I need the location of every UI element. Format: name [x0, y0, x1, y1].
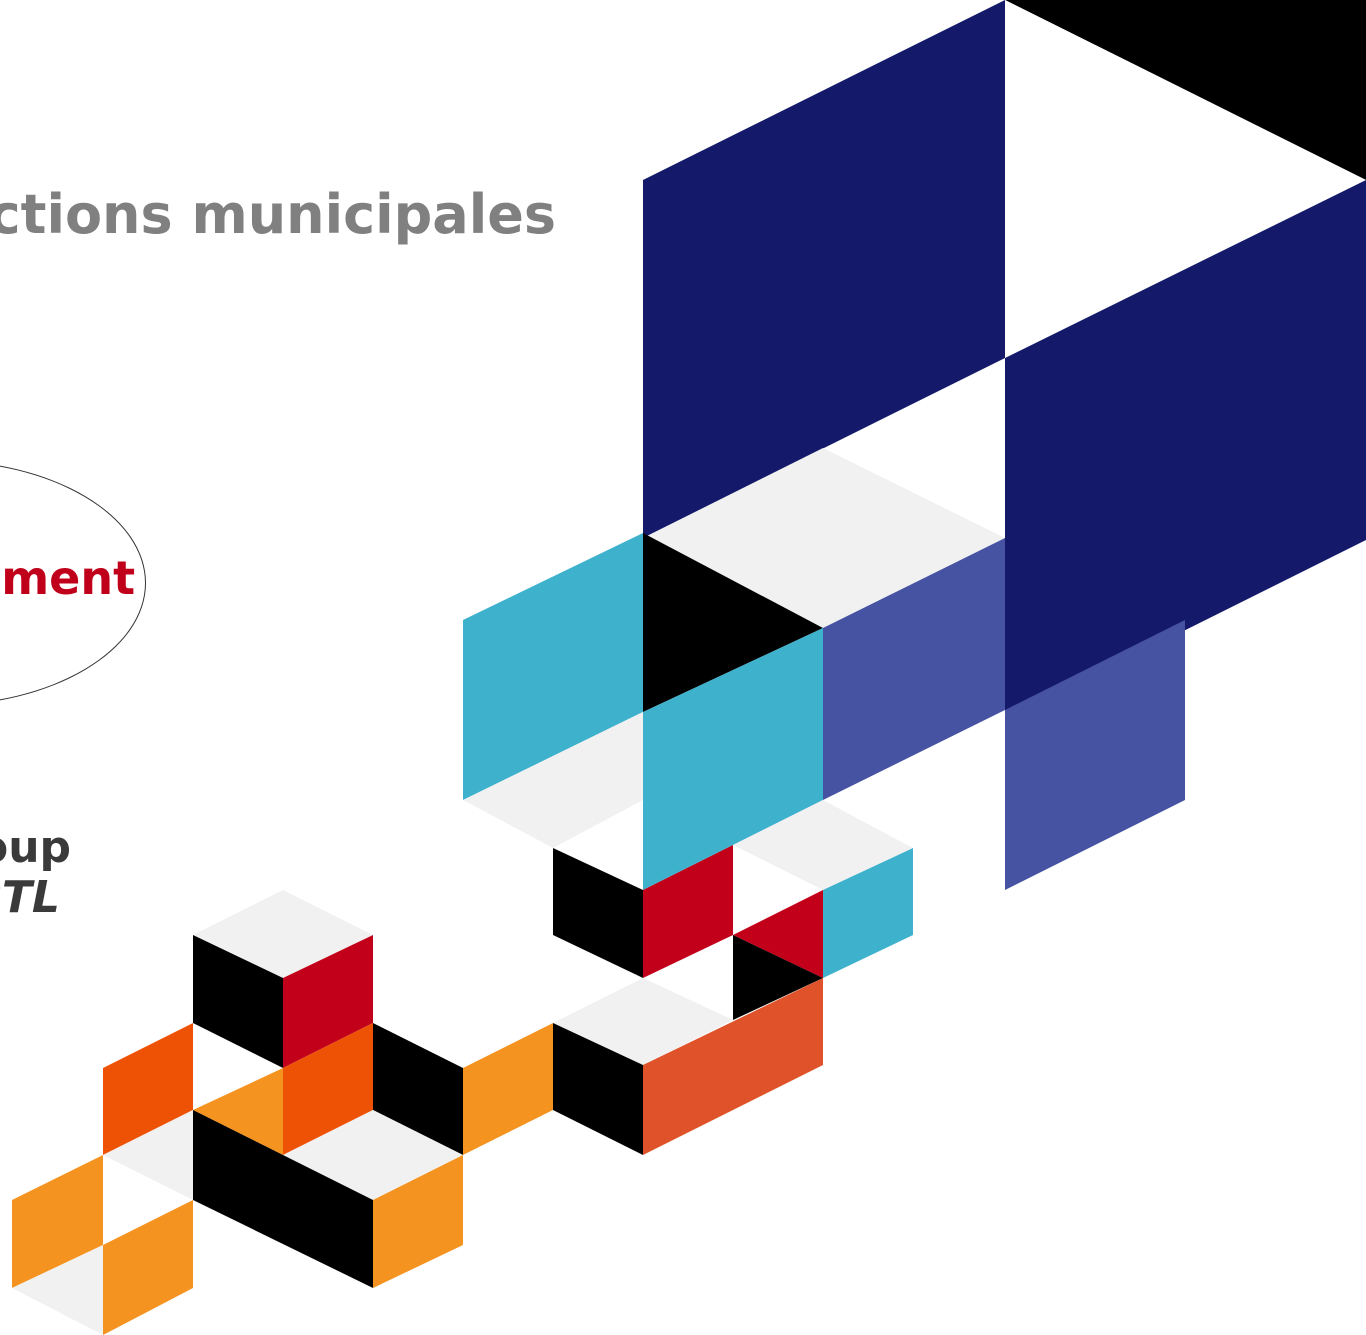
- orange-dark-face: [103, 1023, 193, 1155]
- light-top-face-left: [193, 890, 373, 978]
- black-face-mid: [373, 1023, 463, 1155]
- black-face-bottom: [193, 1110, 373, 1288]
- orange-light-face-5: [103, 1200, 193, 1335]
- slide-title: ections municipales: [0, 183, 556, 246]
- cyan-panel-small: [823, 848, 913, 978]
- light-top-face-lower: [553, 978, 733, 1065]
- rust-panel: [643, 978, 823, 1155]
- black-triangle-mid: [643, 533, 823, 712]
- indigo-panel: [823, 538, 1005, 800]
- navy-panel-right: [1005, 180, 1366, 720]
- black-face-left: [193, 935, 283, 1068]
- credit-line-1: oup: [0, 822, 72, 873]
- orange-light-face-2: [463, 1023, 553, 1155]
- red-triangle: [733, 890, 823, 978]
- red-face-left: [283, 935, 373, 1068]
- orange-light-face-3: [373, 1155, 463, 1288]
- black-cube-face-left: [553, 848, 643, 978]
- cyan-panel-left: [463, 533, 643, 800]
- light-face-bottom-left: [12, 1245, 103, 1335]
- light-face-under-cyan: [463, 712, 643, 848]
- navy-panel-upper: [643, 0, 1005, 538]
- highlight-text: ement: [0, 551, 136, 605]
- credit-line-2: RTL: [0, 872, 60, 923]
- black-triangle-low: [733, 935, 823, 1020]
- light-top-face-right: [733, 800, 913, 890]
- cyan-panel-center: [643, 628, 823, 890]
- white-rhombus: [1005, 0, 1366, 358]
- black-cube-face-lower: [553, 1023, 643, 1155]
- light-face-small: [103, 1110, 193, 1200]
- indigo-panel-lower: [1005, 620, 1185, 890]
- orange-light-face: [193, 1068, 283, 1155]
- orange-light-face-4: [12, 1155, 103, 1288]
- orange-dark-face-2: [283, 1023, 373, 1155]
- red-cube-face: [643, 845, 733, 978]
